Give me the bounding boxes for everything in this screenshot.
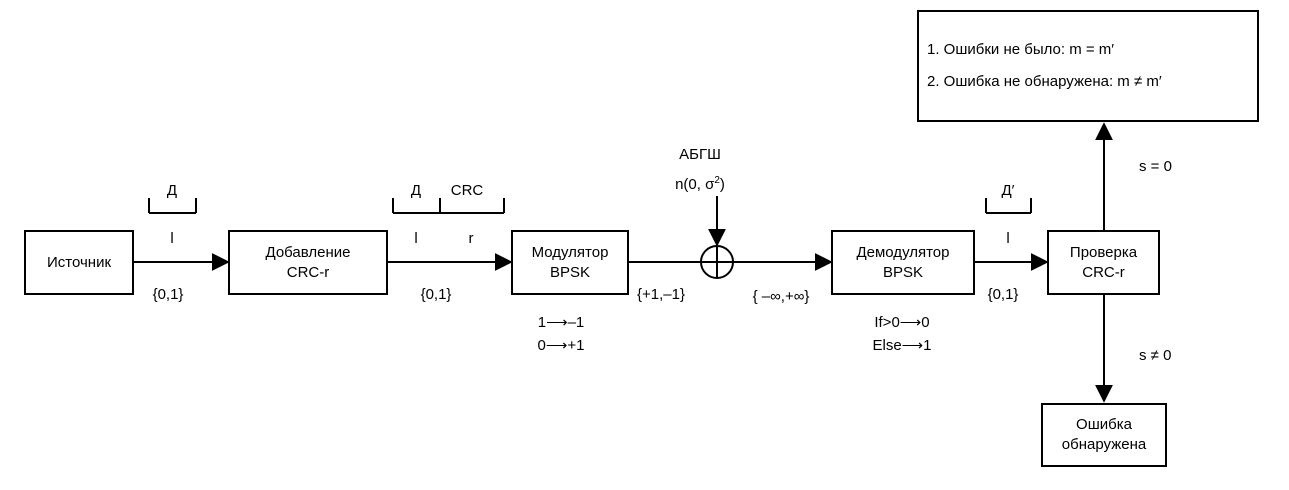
label-crc: CRC xyxy=(450,182,484,199)
modulator-label-1: Модулятор xyxy=(531,243,609,261)
label-noise: n(0, σ2) xyxy=(675,175,725,193)
label-awgn: АБГШ xyxy=(679,146,721,163)
label-data-1: Д xyxy=(166,182,178,199)
result-line-1: 1. Ошибки не было: m = m′ xyxy=(927,41,1115,58)
crc-check-label-2: CRC-r xyxy=(1082,263,1125,281)
label-rule-2: Else⟶1 xyxy=(872,337,932,354)
result-block: 1. Ошибки не было: m = m′ 2. Ошибка не о… xyxy=(917,10,1259,122)
source-block: Источник xyxy=(24,230,134,295)
label-map-1: 1⟶–1 xyxy=(537,314,585,331)
error-detected-label-2: обнаружена xyxy=(1061,436,1147,453)
bracket-data-1 xyxy=(148,198,197,214)
crc-add-label-2: CRC-r xyxy=(286,263,330,281)
crc-check-label-1: Проверка xyxy=(1069,243,1138,261)
source-block-label: Источник xyxy=(46,253,112,271)
bracket-data-crc xyxy=(392,198,505,214)
label-syndrome-nonzero: s ≠ 0 xyxy=(1139,347,1172,364)
label-map-2: 0⟶+1 xyxy=(537,337,585,354)
label-data-3: Д′ xyxy=(1001,182,1015,199)
label-length-3: l xyxy=(1006,230,1010,247)
label-syndrome-zero: s = 0 xyxy=(1139,158,1172,175)
demodulator-label-1: Демодулятор xyxy=(856,243,950,261)
crc-check-block: Проверка CRC-r xyxy=(1047,230,1160,295)
error-detected-block: Ошибка обнаружена xyxy=(1041,403,1167,467)
label-range: { –∞,+∞} xyxy=(752,288,810,305)
modulator-label-2: BPSK xyxy=(549,263,591,281)
modulator-block: Модулятор BPSK xyxy=(511,230,629,295)
label-set-3: {+1,–1} xyxy=(637,286,685,303)
label-rule-1: If>0⟶0 xyxy=(874,314,930,331)
label-r: r xyxy=(468,230,474,247)
error-detected-label-1: Ошибка xyxy=(1076,416,1132,433)
label-length-2: l xyxy=(414,230,418,247)
label-length-1: l xyxy=(170,230,174,247)
bracket-data-3 xyxy=(985,198,1032,214)
crc-add-block: Добавление CRC-r xyxy=(228,230,388,295)
demodulator-label-2: BPSK xyxy=(882,263,924,281)
demodulator-block: Демодулятор BPSK xyxy=(831,230,975,295)
label-set-1: {0,1} xyxy=(152,286,184,303)
adder-icon xyxy=(700,245,734,279)
label-data-2: Д xyxy=(410,182,422,199)
crc-add-label-1: Добавление xyxy=(265,243,351,261)
result-line-2: 2. Ошибка не обнаружена: m ≠ m′ xyxy=(927,73,1162,90)
label-set-2: {0,1} xyxy=(420,286,452,303)
label-set-4: {0,1} xyxy=(987,286,1019,303)
